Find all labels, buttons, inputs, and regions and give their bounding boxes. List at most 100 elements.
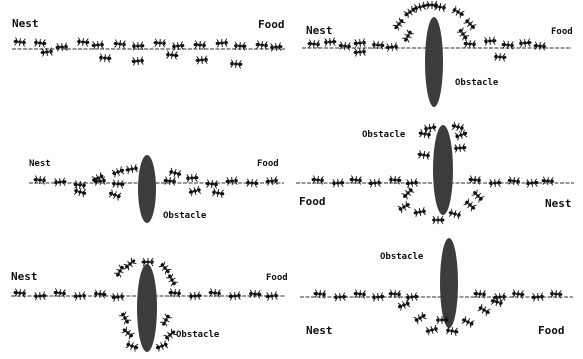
ant-icon bbox=[338, 41, 351, 50]
ant-icon bbox=[166, 50, 179, 59]
nest-label: Nest bbox=[12, 17, 39, 30]
obstacle-shape bbox=[138, 155, 156, 223]
ant-icon bbox=[73, 180, 86, 189]
ant-icon bbox=[413, 1, 427, 12]
ant-icon bbox=[208, 288, 221, 297]
ant-icon bbox=[526, 178, 539, 187]
panel-a: Nest Food bbox=[12, 17, 285, 69]
ant-icon bbox=[385, 42, 398, 51]
nest-label: Nest bbox=[306, 324, 333, 337]
food-label: Food bbox=[299, 195, 326, 208]
ant-icon bbox=[112, 180, 125, 189]
ant-icon bbox=[188, 186, 202, 197]
ant-icon bbox=[158, 261, 172, 275]
ant-icon bbox=[353, 48, 366, 57]
nest-label: Nest bbox=[11, 270, 38, 283]
ant-icon bbox=[468, 175, 481, 184]
ant-icon bbox=[225, 177, 238, 186]
food-label: Food bbox=[551, 27, 573, 37]
ant-icon bbox=[471, 189, 485, 203]
ant-icon bbox=[228, 292, 241, 301]
ant-icon bbox=[531, 293, 544, 302]
ant-icon bbox=[368, 179, 381, 188]
ant-icon bbox=[113, 264, 126, 279]
obstacle-label: Obstacle bbox=[455, 78, 499, 88]
ant-icon bbox=[113, 39, 126, 48]
ant-icon bbox=[473, 289, 486, 298]
ant-icon bbox=[507, 176, 520, 185]
ant-icon bbox=[451, 6, 466, 19]
ant-icon bbox=[55, 43, 68, 52]
ant-icon bbox=[34, 292, 47, 301]
obstacle-label: Obstacle bbox=[380, 252, 424, 262]
panel-c: Nest Food Obstacle bbox=[29, 155, 284, 223]
ant-icon bbox=[215, 39, 228, 48]
ant-icon bbox=[249, 290, 262, 299]
ant-icon bbox=[311, 175, 324, 184]
ant-icon bbox=[484, 37, 497, 46]
ant-icon bbox=[155, 340, 169, 352]
ant-icon bbox=[388, 290, 401, 299]
food-label: Food bbox=[257, 159, 279, 169]
ant-icon bbox=[111, 166, 125, 178]
obstacle-shape bbox=[433, 125, 453, 215]
ant-icon bbox=[125, 340, 139, 352]
ant-icon bbox=[53, 288, 66, 297]
ant-icon bbox=[212, 188, 225, 198]
nest-label: Nest bbox=[545, 197, 572, 210]
ant-icon bbox=[132, 42, 145, 51]
ant-icon bbox=[205, 179, 218, 188]
ant-icon bbox=[463, 39, 476, 48]
obstacle-shape bbox=[425, 17, 443, 107]
ant-icon bbox=[255, 40, 268, 49]
ant-column bbox=[13, 37, 283, 68]
ant-icon bbox=[456, 27, 470, 42]
ant-icon bbox=[265, 291, 278, 300]
ant-icon bbox=[541, 177, 554, 186]
ant-icon bbox=[426, 1, 438, 9]
ant-icon bbox=[111, 292, 124, 301]
ant-icon bbox=[413, 311, 428, 324]
ant-icon bbox=[172, 41, 185, 50]
ant-icon bbox=[270, 42, 283, 51]
ant-icon bbox=[425, 325, 439, 336]
nest-label: Nest bbox=[306, 24, 333, 37]
ant-icon bbox=[77, 38, 90, 47]
ant-icon bbox=[54, 178, 67, 187]
ant-icon bbox=[436, 316, 448, 324]
ant-icon bbox=[163, 176, 176, 185]
food-label: Food bbox=[266, 273, 288, 283]
ant-icon bbox=[353, 39, 366, 48]
ant-icon bbox=[307, 39, 320, 48]
ant-icon bbox=[153, 39, 166, 48]
obstacle-label: Obstacle bbox=[176, 330, 220, 340]
ant-icon bbox=[448, 208, 462, 219]
ant-icon bbox=[493, 293, 506, 302]
ant-icon bbox=[313, 289, 326, 298]
ant-icon bbox=[33, 175, 46, 184]
ant-icon bbox=[446, 326, 459, 336]
ant-icon bbox=[168, 288, 181, 297]
ant-icon bbox=[13, 37, 26, 46]
ant-icon bbox=[108, 189, 122, 201]
ant-icon bbox=[494, 53, 507, 62]
ant-icon bbox=[463, 17, 477, 31]
ant-icon bbox=[519, 38, 532, 47]
ant-icon bbox=[168, 168, 182, 179]
ant-icon bbox=[40, 47, 53, 56]
food-label: Food bbox=[258, 18, 285, 31]
ant-icon bbox=[265, 176, 278, 185]
ant-icon bbox=[405, 178, 418, 187]
ant-icon bbox=[489, 179, 502, 188]
ant-icon bbox=[477, 304, 492, 317]
ant-icon bbox=[332, 179, 345, 188]
panel-e: Nest Food Obstacle bbox=[11, 257, 288, 352]
ant-icon bbox=[401, 29, 414, 44]
ant-icon bbox=[119, 311, 132, 326]
ant-icon bbox=[91, 41, 104, 50]
ant-icon bbox=[432, 216, 444, 224]
ant-icon bbox=[334, 293, 347, 302]
ant-icon bbox=[451, 121, 465, 132]
ant-icon bbox=[13, 288, 26, 297]
